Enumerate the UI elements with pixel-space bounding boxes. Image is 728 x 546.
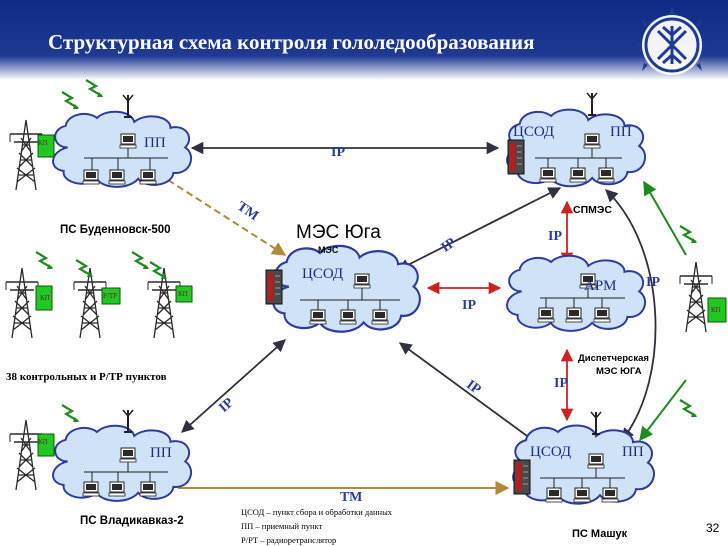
lan-mashuk bbox=[513, 411, 625, 503]
antenna-icon bbox=[586, 92, 598, 116]
budennovsk-cloud-label: ПП bbox=[144, 135, 166, 151]
rtr-label-control: Р/ТР bbox=[103, 292, 118, 300]
computer-icon bbox=[339, 309, 357, 325]
header-band: Структурная схема контроля гололедообраз… bbox=[0, 0, 728, 96]
computer-icon bbox=[353, 273, 371, 289]
lan-budennovsk bbox=[82, 94, 168, 185]
smes-cloud-label-left: ЦСОД bbox=[513, 124, 555, 140]
ip-label-dispatch-mashuk: IP bbox=[554, 376, 568, 391]
wireless-signal-icon bbox=[84, 78, 105, 99]
server-icon bbox=[513, 459, 531, 495]
computer-icon bbox=[597, 167, 615, 183]
legend-item-pp: ПП – приемный пункт bbox=[241, 521, 323, 531]
wireless-signal-icon bbox=[60, 403, 81, 424]
ip-label-smes-mashuk: IP bbox=[646, 275, 660, 290]
power-tower-icon bbox=[9, 119, 43, 191]
computer-icon bbox=[573, 487, 591, 503]
kp-label-control-2: КП bbox=[178, 290, 188, 298]
link-smes-mashuk-curve bbox=[605, 189, 657, 441]
computer-icon bbox=[545, 487, 563, 503]
wireless-signal-icon bbox=[678, 224, 699, 245]
wireless-signal-icon bbox=[130, 250, 151, 271]
computer-icon bbox=[539, 167, 557, 183]
computer-icon bbox=[565, 307, 583, 323]
station-label-vladikavkaz: ПС Владикавказ-2 bbox=[80, 515, 184, 527]
wireless-right-tower-mashuk bbox=[639, 379, 687, 442]
wireless-signal-icon bbox=[34, 250, 55, 271]
mes-big-title: МЭС Юга bbox=[296, 222, 381, 243]
wireless-signal-icon bbox=[678, 398, 699, 419]
lan-dispatch bbox=[537, 273, 625, 323]
computer-icon bbox=[82, 481, 100, 497]
computer-icon bbox=[593, 307, 611, 323]
ip-label-mes-dispatch: IP bbox=[462, 298, 476, 313]
power-tower-icon bbox=[679, 261, 713, 333]
page-title: Структурная схема контроля гололедообраз… bbox=[48, 30, 535, 54]
station-label-smes: СПМЭС bbox=[573, 204, 612, 216]
ip-label-smes-dispatch: IP bbox=[548, 229, 562, 244]
legend-item-tssod: ЦСОД – пункт сбора и обработки данных bbox=[241, 507, 393, 517]
computer-icon bbox=[309, 309, 327, 325]
computer-icon bbox=[82, 169, 100, 185]
computer-icon bbox=[537, 307, 555, 323]
ip-label-budennovsk-smes: IP bbox=[331, 145, 345, 160]
link-mes-vladikavkaz bbox=[181, 339, 286, 433]
kp-label-vladikavkaz: КП bbox=[38, 438, 48, 446]
tower-budennovsk bbox=[9, 78, 105, 191]
link-mes-mashuk bbox=[398, 342, 540, 445]
server-icon bbox=[265, 269, 283, 305]
computer-icon bbox=[587, 453, 605, 469]
mes-small-title: МЭС bbox=[318, 245, 339, 255]
lan-mes bbox=[265, 269, 400, 325]
link-tm-budennovsk-mes bbox=[167, 179, 287, 256]
lan-vladikavkaz bbox=[82, 409, 168, 497]
station-label-dispatch-2: МЭС ЮГА bbox=[596, 366, 642, 377]
wireless-right-tower-smes bbox=[643, 180, 687, 256]
kp-label-budennovsk: КП bbox=[38, 139, 48, 147]
mashuk-cloud-label-left: ЦСОД bbox=[530, 444, 572, 460]
legend-item-rrt: Р/РТ – радиоретранслятор bbox=[241, 535, 337, 545]
computer-icon bbox=[119, 133, 137, 149]
tower-right bbox=[679, 261, 727, 333]
dispatch-cloud-label: АРМ bbox=[584, 278, 617, 294]
energy-snowflake-logo-icon bbox=[634, 7, 710, 75]
computer-icon bbox=[139, 169, 157, 185]
tower-vladikavkaz bbox=[9, 403, 81, 491]
computer-icon bbox=[108, 481, 126, 497]
link-mes-smes bbox=[396, 187, 562, 271]
computer-icon bbox=[108, 169, 126, 185]
vladikavkaz-cloud-label: ПП bbox=[150, 445, 172, 461]
computer-icon bbox=[371, 309, 389, 325]
station-label-dispatch-1: Диспетчерская bbox=[578, 353, 649, 364]
page-number: 32 bbox=[706, 521, 720, 535]
station-label-budennovsk: ПС Буденновск-500 bbox=[60, 224, 171, 236]
power-tower-icon bbox=[5, 267, 39, 339]
wireless-signal-icon bbox=[60, 90, 81, 111]
tm-label-vladikavkaz-mashuk: ТМ bbox=[340, 490, 363, 505]
smes-cloud-label-right: ПП bbox=[610, 124, 632, 140]
power-tower-icon bbox=[73, 267, 107, 339]
mashuk-cloud-label-right: ПП bbox=[622, 444, 644, 460]
computer-icon bbox=[569, 167, 587, 183]
server-icon bbox=[507, 139, 525, 175]
computer-icon bbox=[601, 487, 619, 503]
station-label-mashuk: ПС Машук bbox=[572, 528, 628, 540]
mes-cloud-label: ЦСОД bbox=[302, 266, 344, 282]
control-points-towers bbox=[5, 250, 193, 339]
power-tower-icon bbox=[9, 419, 43, 491]
control-points-label: 38 контрольных и Р/ТР пунктов bbox=[6, 371, 167, 383]
header-background bbox=[0, 0, 728, 96]
computer-icon bbox=[119, 447, 137, 463]
kp-label-control-1: КП bbox=[40, 294, 50, 302]
lan-smes bbox=[507, 92, 622, 183]
computer-icon bbox=[583, 133, 601, 149]
kp-label-right-tower: КП bbox=[711, 306, 721, 314]
computer-icon bbox=[139, 481, 157, 497]
